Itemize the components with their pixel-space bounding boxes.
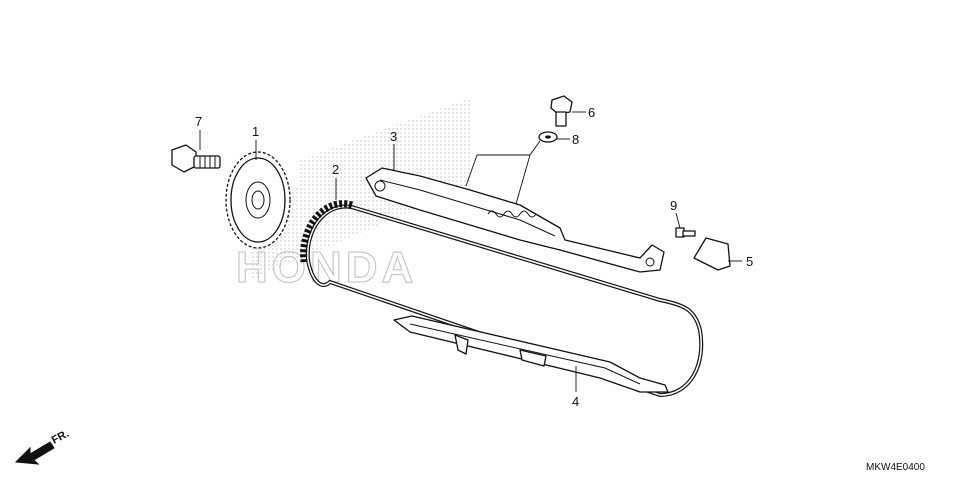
washer-part-8: [538, 131, 558, 143]
leader-lines: [199, 111, 742, 392]
callout-6: 6: [588, 105, 595, 120]
callout-1: 1: [252, 124, 259, 139]
tensioner-arm-part-3: [365, 167, 665, 273]
front-label: FR.: [50, 428, 71, 447]
callout-2: 2: [332, 162, 339, 177]
small-bolt-part-9: [675, 227, 696, 238]
flange-bolt-part-6: [550, 95, 573, 127]
sprocket-part-1: [225, 151, 291, 249]
tensioner-plate-part-5: [693, 237, 731, 271]
chain-guide-part-4: [393, 315, 669, 393]
callout-7: 7: [195, 114, 202, 129]
front-direction-indicator: FR.: [14, 428, 71, 465]
callout-4: 4: [572, 394, 579, 409]
callout-5: 5: [746, 254, 753, 269]
front-arrow-icon: [14, 441, 55, 465]
bolt-part-7: [171, 144, 221, 173]
cam-chain-part-2: [300, 200, 704, 398]
callout-8: 8: [572, 132, 579, 147]
callout-9: 9: [670, 198, 677, 213]
callout-labels: 7 1 2 3 4 5 6 8 9: [195, 105, 753, 409]
callout-3: 3: [390, 129, 397, 144]
diagram-code: MKW4E0400: [866, 462, 925, 473]
